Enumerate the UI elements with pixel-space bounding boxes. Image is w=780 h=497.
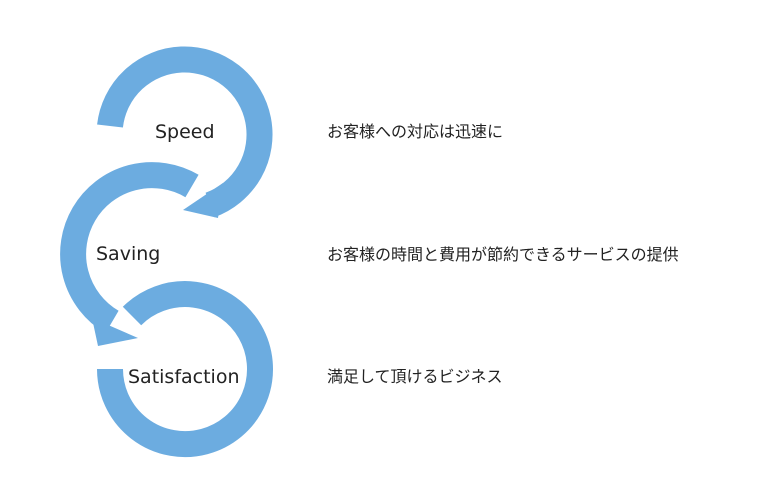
satisfaction-description: 満足して頂けるビジネス <box>327 367 503 386</box>
satisfaction-label: Satisfaction <box>128 366 240 388</box>
satisfaction-loop-arc <box>97 281 273 458</box>
saving-loop-arrowhead <box>92 318 138 346</box>
speed-description: お客様への対応は迅速に <box>327 122 504 141</box>
saving-label: Saving <box>96 243 160 265</box>
speed-label: Speed <box>155 121 215 143</box>
speed-loop-arrowhead <box>183 183 223 218</box>
speed-loop-arc <box>97 46 273 218</box>
saving-description: お客様の時間と費用が節約できるサービスの提供 <box>327 245 679 264</box>
saving-loop-arc <box>60 162 199 334</box>
